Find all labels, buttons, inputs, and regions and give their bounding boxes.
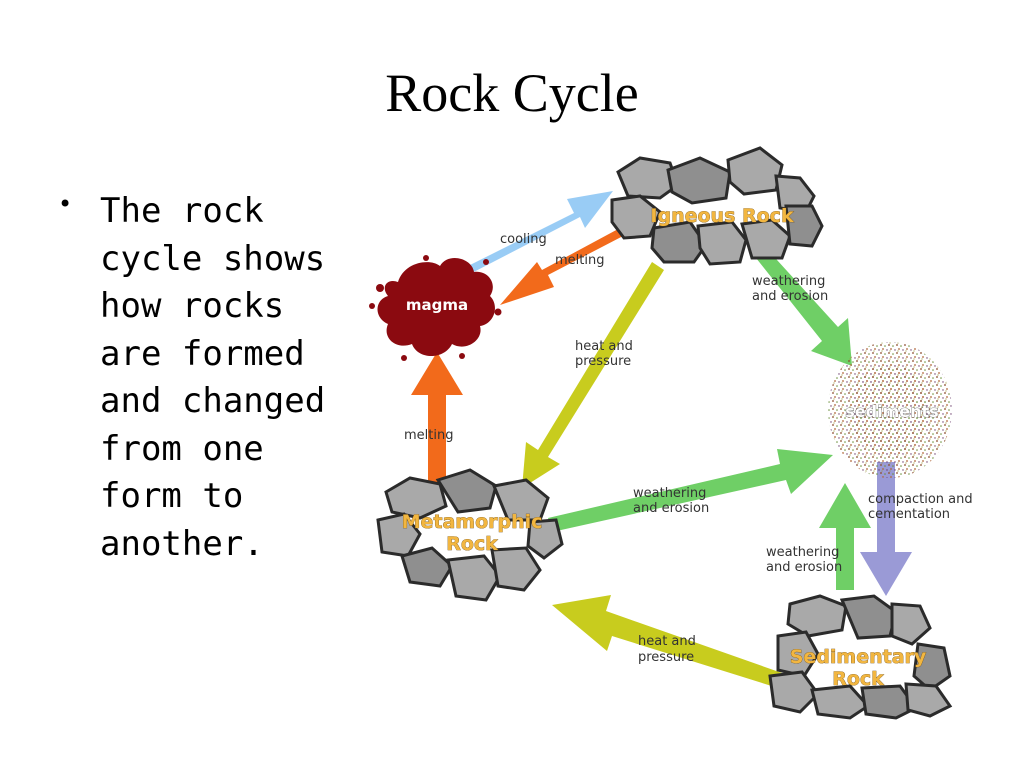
bullet-marker: • bbox=[58, 190, 73, 218]
igneous-rock-node: Igneous Rock bbox=[610, 146, 824, 266]
magma-label: magma bbox=[406, 296, 468, 314]
weathering-arrow-igneous bbox=[756, 249, 852, 366]
igneous-rock-label: Igneous Rock bbox=[650, 205, 794, 227]
heat-pressure-top-label-1: heat and bbox=[575, 339, 633, 354]
compaction-arrow bbox=[860, 462, 912, 596]
melting-label-left: melting bbox=[404, 428, 453, 443]
sediments-label: sediments bbox=[845, 402, 938, 421]
weathering-igneous-label-2: and erosion bbox=[752, 289, 828, 304]
weathering-sedimentary-label-1: weathering bbox=[766, 545, 839, 560]
melting-arrow-top bbox=[500, 228, 625, 305]
melting-arrow-left bbox=[411, 352, 463, 485]
sediments-node: sediments bbox=[828, 342, 952, 478]
magma-node: magma bbox=[369, 255, 502, 361]
weathering-igneous-label-1: weathering bbox=[752, 274, 825, 289]
heat-pressure-bottom-label-1: heat and bbox=[638, 634, 696, 649]
weathering-metamorphic-label-1: weathering bbox=[633, 486, 706, 501]
cooling-arrow bbox=[460, 191, 613, 276]
weathering-sedimentary-label-2: and erosion bbox=[766, 560, 842, 575]
bullet-text: The rock cycle shows how rocks are forme… bbox=[100, 191, 326, 564]
heat-pressure-bottom-label-2: pressure bbox=[638, 650, 694, 665]
sedimentary-rock-label-line2: Rock bbox=[832, 668, 884, 690]
compaction-label-1: compaction and bbox=[868, 492, 973, 507]
weathering-arrow-sedimentary bbox=[819, 483, 871, 590]
compaction-label-2: cementation bbox=[868, 507, 950, 522]
cooling-label: cooling bbox=[500, 232, 547, 247]
melting-label-top: melting bbox=[555, 253, 604, 268]
weathering-metamorphic-label-2: and erosion bbox=[633, 501, 709, 516]
heat-pressure-top-label-2: pressure bbox=[575, 354, 631, 369]
heat-pressure-arrow-bottom bbox=[552, 595, 782, 688]
heat-pressure-arrow-top bbox=[522, 262, 664, 488]
metamorphic-rock-node: Metamorphic Rock bbox=[376, 468, 564, 602]
metamorphic-rock-label-line2: Rock bbox=[446, 533, 498, 555]
sedimentary-rock-node: Sedimentary Rock bbox=[768, 594, 953, 720]
metamorphic-rock-label-line1: Metamorphic bbox=[402, 511, 543, 533]
weathering-arrow-metamorphic bbox=[548, 449, 833, 532]
sedimentary-rock-label-line1: Sedimentary bbox=[790, 646, 927, 668]
slide-title: Rock Cycle bbox=[385, 63, 639, 123]
